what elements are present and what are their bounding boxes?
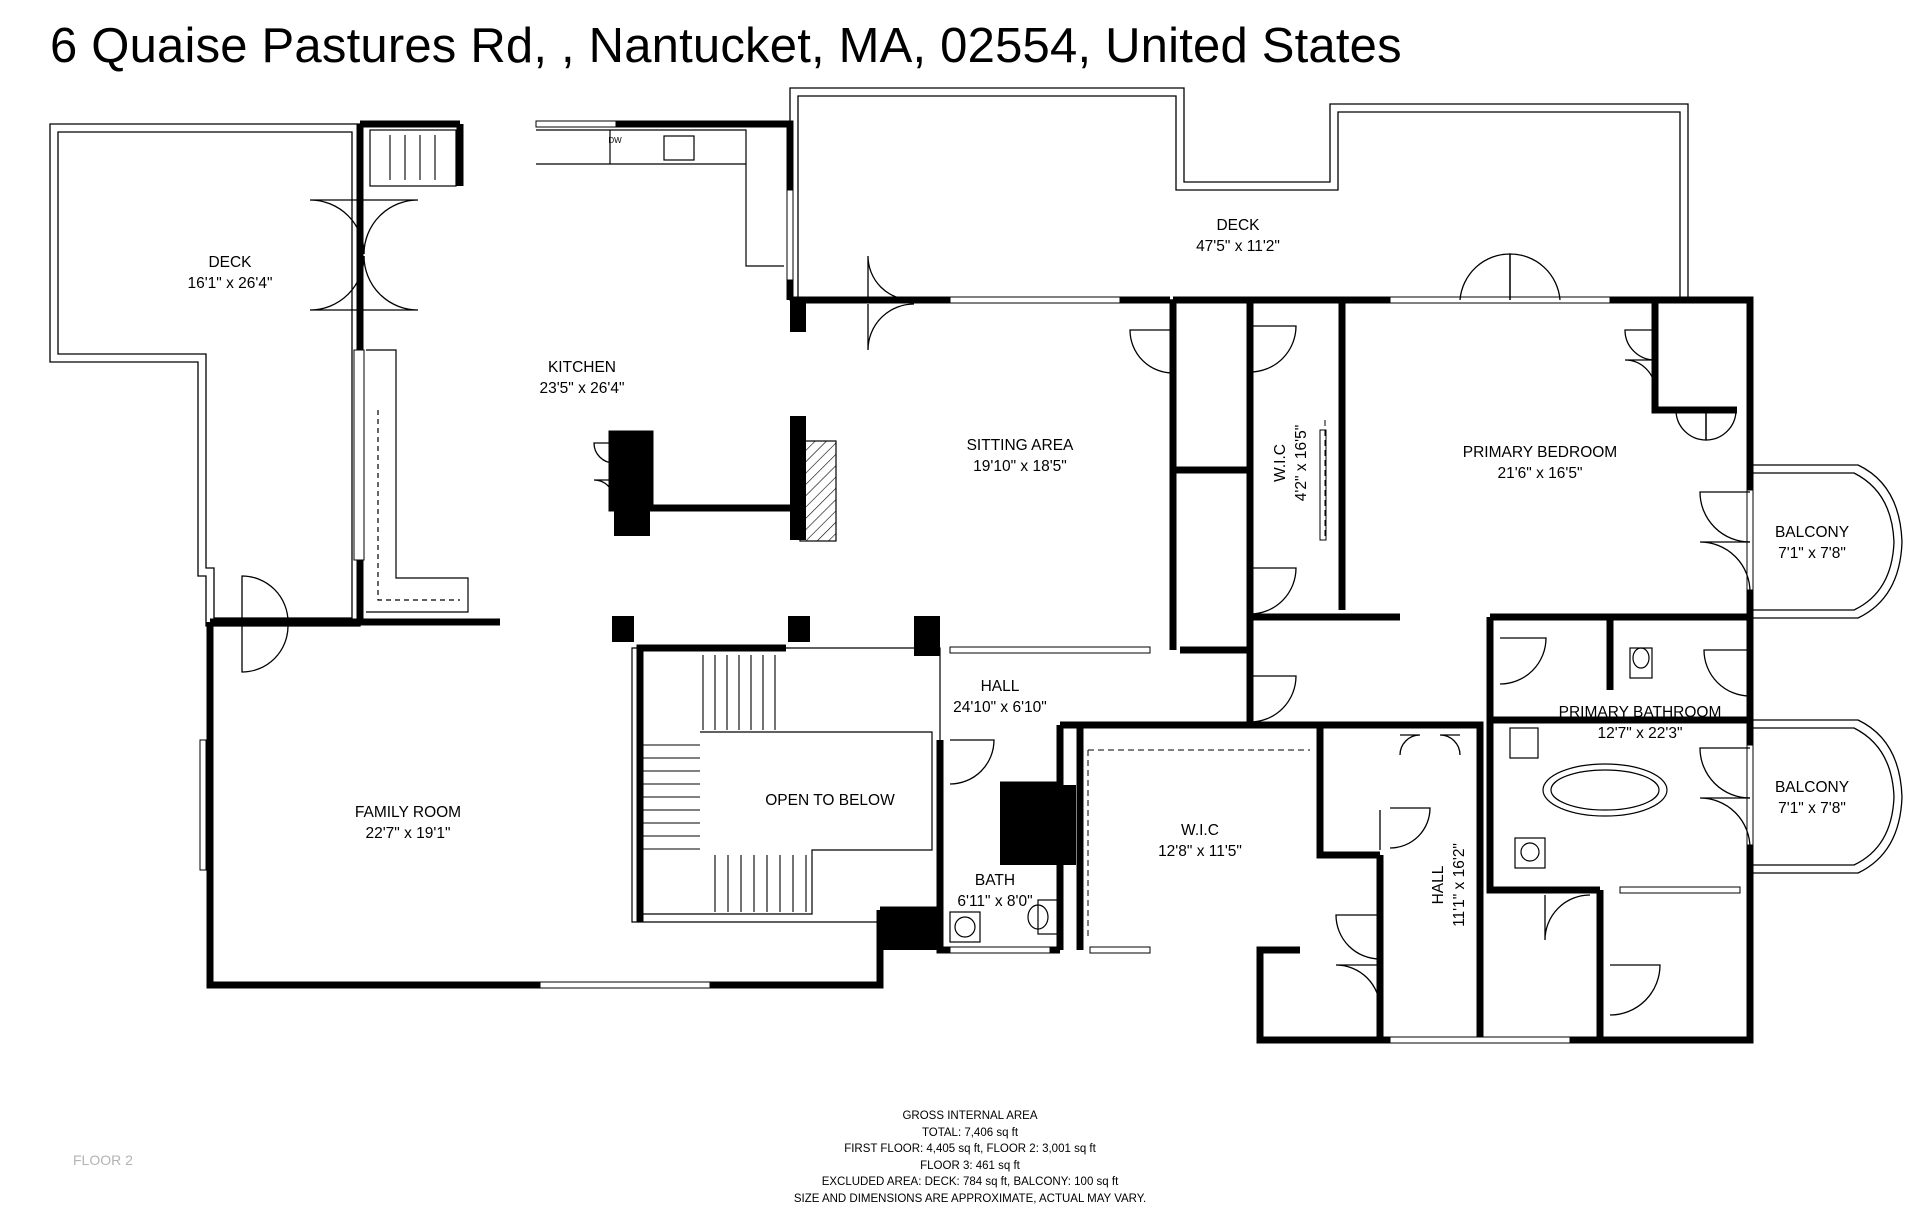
floor-label: FLOOR 2 — [73, 1152, 133, 1168]
deck-left-outline — [50, 124, 360, 626]
balcony-top-name: BALCONY — [1775, 524, 1849, 541]
area-total: TOTAL: 7,406 sq ft — [700, 1125, 1240, 1142]
gross-internal-area: GROSS INTERNAL AREA TOTAL: 7,406 sq ft F… — [700, 1108, 1240, 1207]
deck-left-dims: 16'1" x 26'4" — [187, 275, 272, 292]
family-room-dims: 22'7" x 19'1" — [365, 825, 450, 842]
closet-rods — [1088, 420, 1325, 940]
hall-center-dims: 24'10" x 6'10" — [953, 699, 1047, 716]
kitchen-name: KITCHEN — [548, 359, 616, 376]
family-room-name: FAMILY ROOM — [355, 804, 461, 821]
bathtub — [1543, 764, 1667, 816]
deck-top-dims: 47'5" x 11'2" — [1196, 238, 1280, 255]
hall-right-name: HALL — [1430, 865, 1447, 904]
balcony-bottom-name: BALCONY — [1775, 779, 1849, 796]
primary-bedroom-name: PRIMARY BEDROOM — [1463, 444, 1617, 461]
balcony-top-outline — [1748, 465, 1902, 618]
fireplace-hatch — [800, 441, 836, 541]
primary-bathroom-name: PRIMARY BATHROOM — [1559, 704, 1722, 721]
area-heading: GROSS INTERNAL AREA — [700, 1108, 1240, 1125]
sitting-area-dims: 19'10" x 18'5" — [973, 458, 1067, 475]
deck-top-outline — [790, 88, 1688, 300]
balcony-bottom-dims: 7'1" x 7'8" — [1778, 800, 1846, 817]
deck-top-name: DECK — [1216, 217, 1260, 234]
sitting-area-name: SITTING AREA — [967, 437, 1074, 454]
bath-name: BATH — [975, 872, 1015, 889]
balcony-bottom-outline — [1748, 720, 1902, 873]
wic-large-dims: 12'8" x 11'5" — [1158, 843, 1242, 860]
wic-small-name: W.I.C — [1272, 444, 1289, 482]
structural-columns — [612, 300, 1076, 950]
kitchen-dims: 23'5" x 26'4" — [539, 380, 624, 397]
deck-left-name: DECK — [208, 254, 252, 271]
open-to-below-name: OPEN TO BELOW — [765, 792, 895, 809]
balcony-top-dims: 7'1" x 7'8" — [1778, 545, 1846, 562]
hall-right-dims: 11'1" x 16'2" — [1451, 843, 1468, 927]
dishwasher-label: DW — [608, 136, 622, 145]
area-floors: FIRST FLOOR: 4,405 sq ft, FLOOR 2: 3,001… — [700, 1141, 1240, 1158]
deck-outlines — [50, 88, 1688, 626]
primary-bedroom-dims: 21'6" x 16'5" — [1497, 465, 1582, 482]
bath-dims: 6'11" x 8'0" — [957, 893, 1032, 910]
area-excluded: EXCLUDED AREA: DECK: 784 sq ft, BALCONY:… — [700, 1174, 1240, 1191]
hall-center-name: HALL — [981, 678, 1020, 695]
primary-bathroom-dims: 12'7" x 22'3" — [1597, 725, 1682, 742]
wic-small-dims: 4'2" x 16'5" — [1293, 425, 1310, 501]
wic-large-name: W.I.C — [1181, 822, 1219, 839]
area-floor3: FLOOR 3: 461 sq ft — [700, 1158, 1240, 1175]
